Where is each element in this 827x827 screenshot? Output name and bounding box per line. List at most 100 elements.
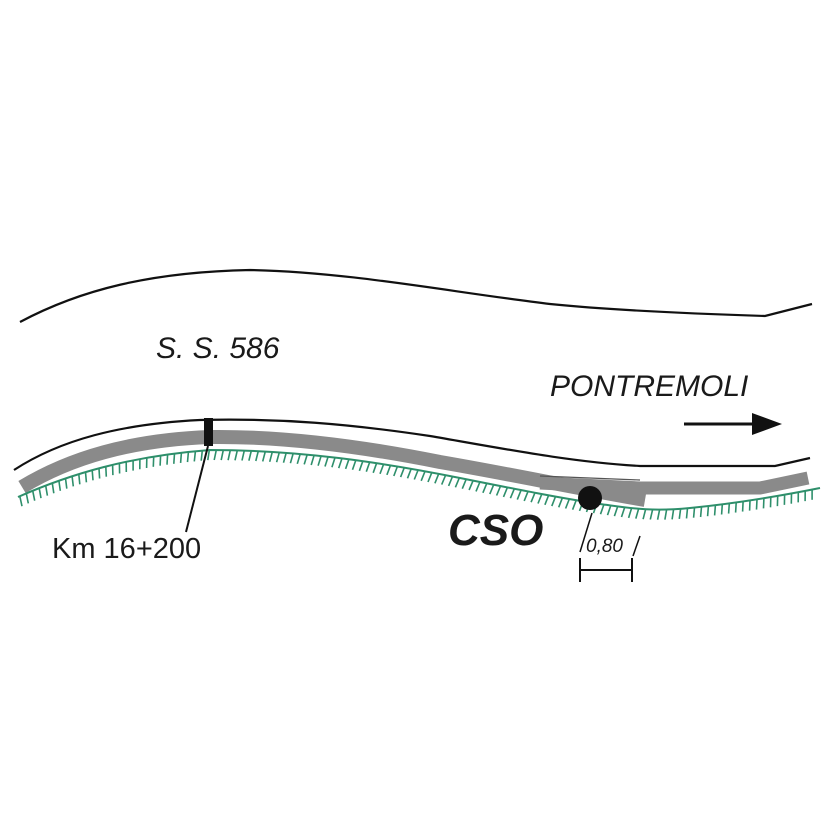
vegetation-tick bbox=[447, 476, 454, 487]
vegetation-tick bbox=[692, 507, 696, 518]
dimension-label: 0,80 bbox=[586, 536, 623, 557]
kerb-strip bbox=[18, 429, 647, 507]
road-lower-edge bbox=[13, 418, 811, 471]
vegetation-tick bbox=[678, 508, 682, 520]
vegetation-tick bbox=[482, 482, 488, 494]
vegetation-tick bbox=[613, 506, 619, 517]
vegetation-tick bbox=[98, 468, 101, 479]
vegetation-tick bbox=[289, 453, 294, 464]
vegetation-tick bbox=[241, 450, 246, 461]
vegetation-tick bbox=[105, 466, 108, 477]
vegetation-tick bbox=[64, 478, 68, 489]
vegetation-tick bbox=[509, 488, 516, 499]
vegetation-tick bbox=[220, 449, 225, 461]
vegetation-tick bbox=[635, 508, 640, 519]
vegetation-tick bbox=[275, 452, 281, 463]
vegetation-tick bbox=[303, 454, 308, 465]
vegetation-tick bbox=[523, 491, 529, 502]
vegetation-tick bbox=[489, 484, 495, 495]
vegetation-tick bbox=[727, 503, 731, 514]
vegetation-tick bbox=[248, 450, 253, 461]
vegetation-tick bbox=[344, 459, 350, 470]
vegetation-tick bbox=[365, 461, 371, 472]
vegetation-tick bbox=[741, 501, 744, 512]
vegetation-tick bbox=[324, 456, 329, 467]
vegetation-tick bbox=[19, 496, 23, 507]
vegetation-tick bbox=[310, 455, 315, 466]
vegetation-edge-icon bbox=[17, 448, 821, 520]
road-label: S. S. 586 bbox=[156, 332, 280, 365]
vegetation-tick bbox=[166, 454, 169, 465]
vegetation-tick bbox=[91, 470, 94, 481]
dimension-indicator bbox=[579, 512, 641, 582]
kerb-outline-right bbox=[539, 475, 641, 481]
site-marker-icon bbox=[578, 486, 602, 510]
vegetation-tick bbox=[502, 487, 509, 498]
arrow-right-icon bbox=[684, 413, 782, 435]
vegetation-tick bbox=[296, 453, 301, 465]
vegetation-tick bbox=[58, 480, 62, 491]
vegetation-tick bbox=[200, 450, 204, 461]
vegetation-tick bbox=[386, 465, 392, 476]
vegetation-tick bbox=[649, 509, 654, 520]
vegetation-tick bbox=[78, 474, 81, 485]
vegetation-tick bbox=[516, 489, 522, 500]
vegetation-tick bbox=[399, 467, 406, 478]
vegetation-tick bbox=[193, 451, 197, 462]
vegetation-tick bbox=[38, 487, 42, 499]
vegetation-tick bbox=[537, 493, 543, 504]
vegetation-tick bbox=[551, 496, 557, 507]
vegetation-tick bbox=[179, 452, 183, 463]
vegetation-tick bbox=[261, 451, 267, 462]
vegetation-tick bbox=[268, 451, 274, 463]
vegetation-tick bbox=[337, 458, 343, 469]
vegetation-edge-line bbox=[17, 448, 821, 511]
vegetation-tick bbox=[234, 450, 239, 461]
vegetation-tick bbox=[207, 449, 211, 461]
vegetation-tick bbox=[734, 502, 737, 513]
vegetation-tick bbox=[51, 482, 55, 494]
vegetation-tick bbox=[656, 509, 661, 520]
vegetation-tick bbox=[599, 504, 605, 515]
vegetation-tick bbox=[434, 473, 440, 484]
vegetation-tick bbox=[351, 459, 357, 471]
vegetation-tick bbox=[186, 451, 190, 463]
vegetation-tick bbox=[44, 485, 49, 496]
vegetation-tick bbox=[671, 509, 675, 520]
site-label: CSO bbox=[448, 506, 543, 555]
vegetation-tick bbox=[706, 505, 710, 517]
vegetation-tick bbox=[282, 452, 287, 463]
kerb-strip-right bbox=[539, 471, 810, 495]
vegetation-tick bbox=[664, 509, 668, 520]
vegetation-tick bbox=[393, 466, 399, 477]
vegetation-tick bbox=[440, 474, 447, 485]
vegetation-tick bbox=[475, 481, 481, 492]
vegetation-tick bbox=[720, 504, 724, 515]
vegetation-tick bbox=[213, 449, 218, 461]
vegetation-tick bbox=[755, 499, 758, 510]
vegetation-tick bbox=[331, 457, 336, 468]
vegetation-tick bbox=[317, 455, 322, 466]
vegetation-tick bbox=[468, 480, 474, 491]
vegetation-tick bbox=[71, 476, 75, 487]
vegetation-tick bbox=[544, 495, 550, 506]
chainage-tick-icon bbox=[204, 418, 213, 446]
chainage-label: Km 16+200 bbox=[52, 533, 201, 565]
vegetation-tick bbox=[159, 455, 162, 466]
vegetation-tick bbox=[495, 485, 502, 496]
vegetation-tick bbox=[372, 462, 378, 474]
vegetation-tick bbox=[379, 463, 385, 475]
vegetation-tick bbox=[627, 507, 633, 519]
vegetation-tick bbox=[31, 490, 36, 501]
vegetation-tick bbox=[227, 450, 232, 461]
vegetation-tick bbox=[420, 471, 426, 482]
direction-label: PONTREMOLI bbox=[550, 370, 748, 403]
vegetation-tick bbox=[358, 460, 364, 472]
vegetation-tick bbox=[564, 498, 571, 509]
vegetation-tick bbox=[699, 506, 703, 518]
vegetation-tick bbox=[84, 472, 88, 483]
vegetation-tick bbox=[606, 505, 612, 516]
vegetation-tick bbox=[713, 505, 717, 516]
vegetation-tick bbox=[571, 499, 577, 510]
